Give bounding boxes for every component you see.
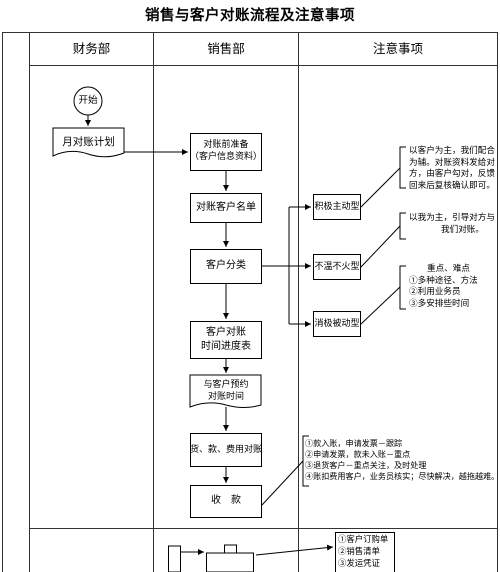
bottom-note-box	[335, 532, 395, 572]
note-active-text: 以客户为主，我们配合 为辅。对账资料发给对 方，由客户勾对，反馈 回来后复核确认…	[409, 146, 495, 192]
start-label: 开始	[78, 95, 98, 106]
column-header-sales: 销售部	[207, 41, 245, 56]
classification-node	[190, 249, 262, 284]
type-passive-node	[313, 311, 361, 337]
preparation-node	[190, 133, 262, 171]
preparation-label-line2: （客户信息资料）	[190, 152, 263, 162]
appointment-label-line1: 与客户预约	[203, 380, 249, 390]
note-bottom-text: ①客户订购单 ②销售清单 ③发运凭证	[338, 533, 388, 569]
note-passive-bracket	[399, 265, 406, 310]
type-active-label: 积极主动型	[314, 202, 360, 212]
note-line: 为辅。对账资料发给对	[409, 157, 495, 168]
note-line: ②利用业务员	[409, 287, 461, 297]
collection-label: 收 款	[211, 495, 241, 506]
note-line: 我们对账。	[441, 224, 484, 235]
page-title: 销售与客户对账流程及注意事项	[145, 7, 355, 24]
note-line: 以我为主，引导对方与	[409, 213, 495, 223]
schedule-node	[190, 321, 262, 359]
appointment-label-line2: 对账时间	[207, 392, 244, 402]
note-lukewarm-bracket	[399, 212, 406, 240]
collection-node	[190, 485, 262, 518]
note-line: ①客户订购单	[338, 534, 389, 544]
note-reconcile-text: ①款入账，申请发票－跟踪 ②申请发票，款未入账－重点 ③退货客户－重点关注，及时…	[305, 438, 499, 482]
schedule-label-line1: 客户对账	[206, 327, 246, 338]
column-header-notes: 注意事项	[372, 41, 423, 56]
customer-list-label: 对账客户名单	[196, 202, 256, 213]
bottom-partial-node-top	[224, 544, 237, 554]
note-line: 回来后复核确认即可。	[409, 180, 495, 191]
customer-list-node	[190, 193, 262, 223]
note-line: ①款入账，申请发票－跟踪	[305, 438, 403, 448]
monthly-plan-node	[52, 127, 125, 158]
note-line: ①多种途径、方法	[409, 275, 478, 286]
note-line: ③发运凭证	[338, 558, 380, 568]
note-line: ③退货客户－重点关注，及时处理	[305, 460, 427, 470]
bottom-partial-node	[206, 552, 254, 572]
note-line: ②销售清单	[338, 546, 380, 556]
note-line: 以客户为主，我们配合	[409, 146, 495, 156]
note-line: ④账扣费用客户，业务员核实；尽快解决，越拖越难。	[305, 471, 500, 481]
flow-connectors	[85, 115, 311, 483]
note-line: 方，由客户勾对，反馈	[409, 169, 495, 179]
classification-label: 客户分类	[206, 260, 246, 271]
bottom-partial-node-left	[168, 545, 181, 572]
preparation-label-line1: 对账前准备	[203, 140, 249, 150]
type-lukewarm-node	[313, 254, 361, 280]
type-active-node	[313, 194, 361, 220]
reconcile-node	[190, 433, 262, 467]
note-active-bracket	[399, 146, 406, 189]
note-line: 重点、难点	[427, 264, 470, 274]
type-passive-label: 消极被动型	[314, 319, 360, 329]
note-line: ②申请发票，款未入账－重点	[305, 449, 411, 459]
swimlane-grid	[2, 32, 498, 572]
appointment-node	[189, 374, 262, 408]
note-passive-text: 重点、难点 ①多种途径、方法 ②利用业务员 ③多安排些时间	[409, 264, 478, 310]
note-lukewarm-text: 以我为主，引导对方与 我们对账。	[409, 213, 495, 236]
monthly-plan-label: 月对账计划	[62, 136, 115, 148]
note-line: ③多安排些时间	[409, 298, 470, 309]
schedule-label-line2: 时间进度表	[201, 341, 251, 352]
reconcile-label: 货、款、费用对账	[190, 445, 263, 455]
type-lukewarm-label: 不温不火型	[314, 262, 360, 272]
column-header-finance: 财务部	[72, 41, 111, 56]
